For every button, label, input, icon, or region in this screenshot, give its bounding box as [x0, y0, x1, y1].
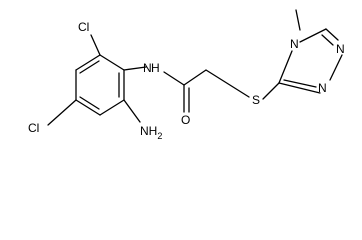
atom-label-nh-n: N	[143, 61, 152, 75]
bond-c-cl-left	[47, 99, 77, 126]
atom-label-nh2-subscript: 2	[157, 131, 162, 141]
triazole-ring	[278, 9, 343, 94]
bond-ring-4-inner	[79, 96, 100, 110]
bond-tz-n2-c3-double	[283, 79, 317, 88]
bond-c-cl-top	[90, 34, 101, 56]
atom-label-n-right: N	[336, 42, 345, 56]
bond-ring-6-inner	[79, 60, 100, 74]
bond-tz-n1-n2	[329, 54, 343, 81]
bond-s-triazole	[262, 82, 280, 100]
atom-label-nh-h: H	[151, 61, 160, 75]
bond-c-nh	[123, 66, 147, 71]
bond-n4-methyl	[295, 9, 301, 31]
bond-tz-c5-n1	[325, 28, 339, 41]
bond-ring-3	[99, 99, 125, 116]
bond-ring-1	[99, 54, 125, 71]
atom-label-nh2-main: NH	[140, 124, 157, 138]
atom-label-n-bottom: N	[318, 81, 327, 95]
bond-tz-c5-n1-double	[321, 34, 334, 46]
atom-label-nh2: NH2	[140, 124, 162, 141]
bond-tz-c3-n4	[278, 50, 293, 84]
molecule-structure-diagram: Cl Cl N H NH2 O S N N N	[28, 9, 345, 141]
atom-label-cl-top: Cl	[78, 20, 89, 34]
atom-label-cl-left: Cl	[28, 121, 39, 135]
benzene-ring	[75, 54, 125, 116]
bond-carbonyl-ch2	[183, 69, 207, 86]
bond-ring-6	[75, 54, 101, 71]
bond-tz-n4-c5	[299, 28, 327, 43]
atom-label-n-methyl: N	[290, 37, 299, 51]
bond-c-nh2	[123, 99, 141, 123]
bond-tz-n2-c3	[278, 82, 321, 94]
bond-nh-carbonyl	[163, 71, 185, 86]
atom-label-s: S	[252, 93, 260, 107]
bond-ch2-s	[205, 69, 250, 98]
bond-ring-4	[75, 99, 101, 116]
atom-label-o: O	[181, 113, 190, 127]
